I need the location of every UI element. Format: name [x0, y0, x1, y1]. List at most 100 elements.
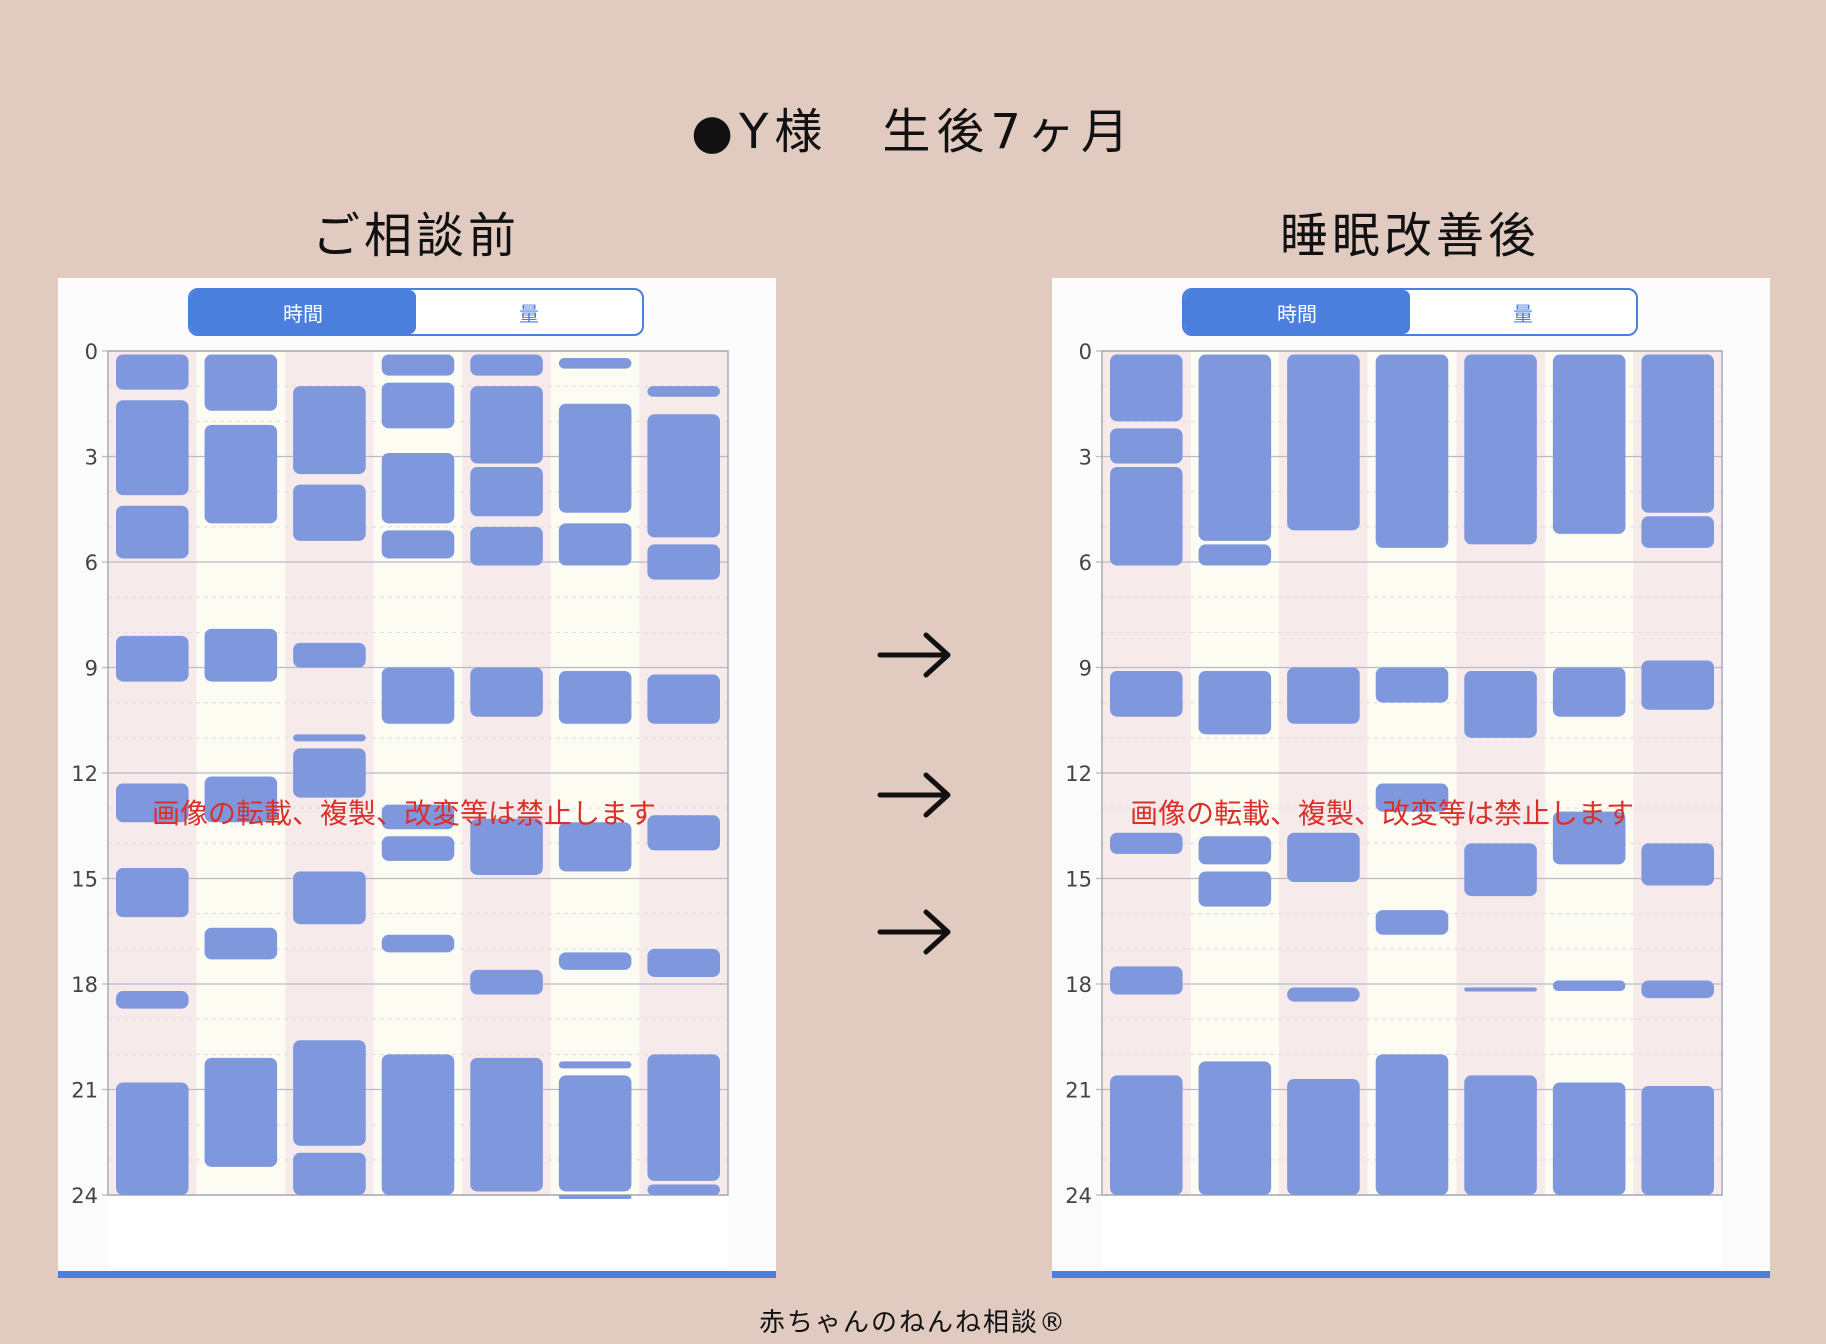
- sleep-block: [558, 1061, 632, 1069]
- y-tick-label: 18: [71, 973, 98, 997]
- sleep-block: [1375, 354, 1449, 548]
- y-tick-label: 3: [85, 446, 98, 470]
- sleep-block: [1464, 987, 1537, 992]
- sleep-block: [558, 1075, 632, 1192]
- sleep-block: [1198, 544, 1272, 566]
- sleep-block: [558, 671, 632, 724]
- sleep-block: [293, 386, 366, 475]
- sleep-block: [293, 748, 366, 798]
- sleep-block: [1110, 354, 1183, 422]
- sleep-block: [293, 642, 366, 668]
- sleep-block: [1552, 1082, 1626, 1195]
- view-toggle[interactable]: 時間 量: [1182, 288, 1638, 336]
- sleep-block: [1198, 1061, 1272, 1195]
- sleep-block: [1641, 516, 1714, 548]
- y-tick-label: 9: [1079, 657, 1092, 681]
- sleep-block: [470, 386, 543, 464]
- sleep-block: [1110, 428, 1183, 464]
- sleep-block: [647, 544, 720, 580]
- y-tick-label: 15: [71, 868, 98, 892]
- sleep-block: [647, 414, 720, 538]
- sleep-block: [1287, 987, 1360, 1002]
- sleep-block: [558, 1195, 632, 1199]
- panel-footer-area: [108, 1188, 728, 1271]
- sleep-block: [293, 484, 366, 541]
- arrow-right-icon: [877, 632, 951, 678]
- sleep-block: [470, 667, 543, 717]
- tab-time[interactable]: 時間: [1184, 290, 1410, 334]
- sleep-block: [381, 530, 455, 559]
- sleep-block: [1287, 354, 1360, 531]
- sleep-block: [1464, 1075, 1537, 1195]
- sleep-block: [1110, 467, 1183, 566]
- sleep-block: [381, 934, 455, 953]
- sleep-block: [1641, 1085, 1714, 1195]
- sleep-block: [1552, 354, 1626, 534]
- sleep-block: [558, 952, 632, 970]
- sleep-block: [116, 505, 189, 559]
- y-tick-label: 3: [1079, 446, 1092, 470]
- sleep-block: [647, 1054, 720, 1181]
- y-tick-label: 6: [85, 551, 98, 575]
- sleep-block: [381, 354, 455, 376]
- sleep-block: [116, 783, 189, 823]
- sleep-block: [1287, 832, 1360, 883]
- sleep-block: [1552, 980, 1626, 992]
- sleep-block: [1641, 354, 1714, 513]
- sleep-block: [204, 354, 278, 411]
- sleep-block: [1198, 871, 1272, 907]
- sleep-block: [470, 1057, 543, 1192]
- sleep-block: [381, 804, 455, 830]
- sleep-block: [116, 991, 189, 1009]
- sleep-block: [116, 867, 189, 918]
- sleep-block: [558, 358, 632, 369]
- sleep-block: [1552, 667, 1626, 717]
- sleep-block: [1552, 811, 1626, 865]
- sleep-block: [293, 1152, 366, 1195]
- sleep-block: [647, 815, 720, 851]
- sleep-block: [204, 776, 278, 823]
- tab-amount[interactable]: 量: [519, 301, 539, 326]
- tab-amount[interactable]: 量: [1513, 301, 1533, 326]
- sleep-block: [1110, 671, 1183, 717]
- panel-bottom-bar: [58, 1271, 776, 1278]
- sleep-block: [293, 1040, 366, 1146]
- panel-footer-area: [1102, 1188, 1722, 1271]
- panel-bottom-bar: [1052, 1271, 1770, 1278]
- sleep-block: [1110, 1075, 1183, 1195]
- sleep-block: [1287, 1078, 1360, 1195]
- y-tick-label: 12: [71, 762, 98, 786]
- after-heading: 睡眠改善後: [1279, 208, 1540, 264]
- sleep-block: [1198, 354, 1272, 541]
- sleep-block: [1464, 354, 1537, 545]
- sleep-block: [1110, 966, 1183, 995]
- sleep-block: [470, 354, 543, 376]
- watermark-text: 画像の転載、複製、改変等は禁止します: [152, 797, 657, 830]
- y-tick-label: 9: [85, 657, 98, 681]
- sleep-block: [381, 667, 455, 724]
- tab-time[interactable]: 時間: [190, 290, 416, 334]
- y-tick-label: 15: [1065, 868, 1092, 892]
- view-toggle[interactable]: 時間 量: [188, 288, 644, 336]
- y-tick-label: 21: [71, 1079, 98, 1103]
- sleep-block: [116, 400, 189, 496]
- sleep-block: [381, 382, 455, 429]
- y-tick-label: 24: [71, 1184, 98, 1208]
- sleep-block: [647, 948, 720, 977]
- sleep-block: [204, 424, 278, 524]
- footer-brand: 赤ちゃんのねんね相談®: [758, 1308, 1067, 1338]
- y-tick-label: 24: [1065, 1184, 1092, 1208]
- sleep-block: [647, 386, 720, 397]
- before-heading: ご相談前: [311, 208, 520, 264]
- sleep-block: [381, 836, 455, 861]
- sleep-block: [1198, 836, 1272, 865]
- sleep-block: [381, 452, 455, 524]
- y-tick-label: 21: [1065, 1079, 1092, 1103]
- sleep-block: [1641, 843, 1714, 886]
- sleep-block: [1641, 660, 1714, 710]
- y-tick-label: 6: [1079, 551, 1092, 575]
- y-tick-label: 18: [1065, 973, 1092, 997]
